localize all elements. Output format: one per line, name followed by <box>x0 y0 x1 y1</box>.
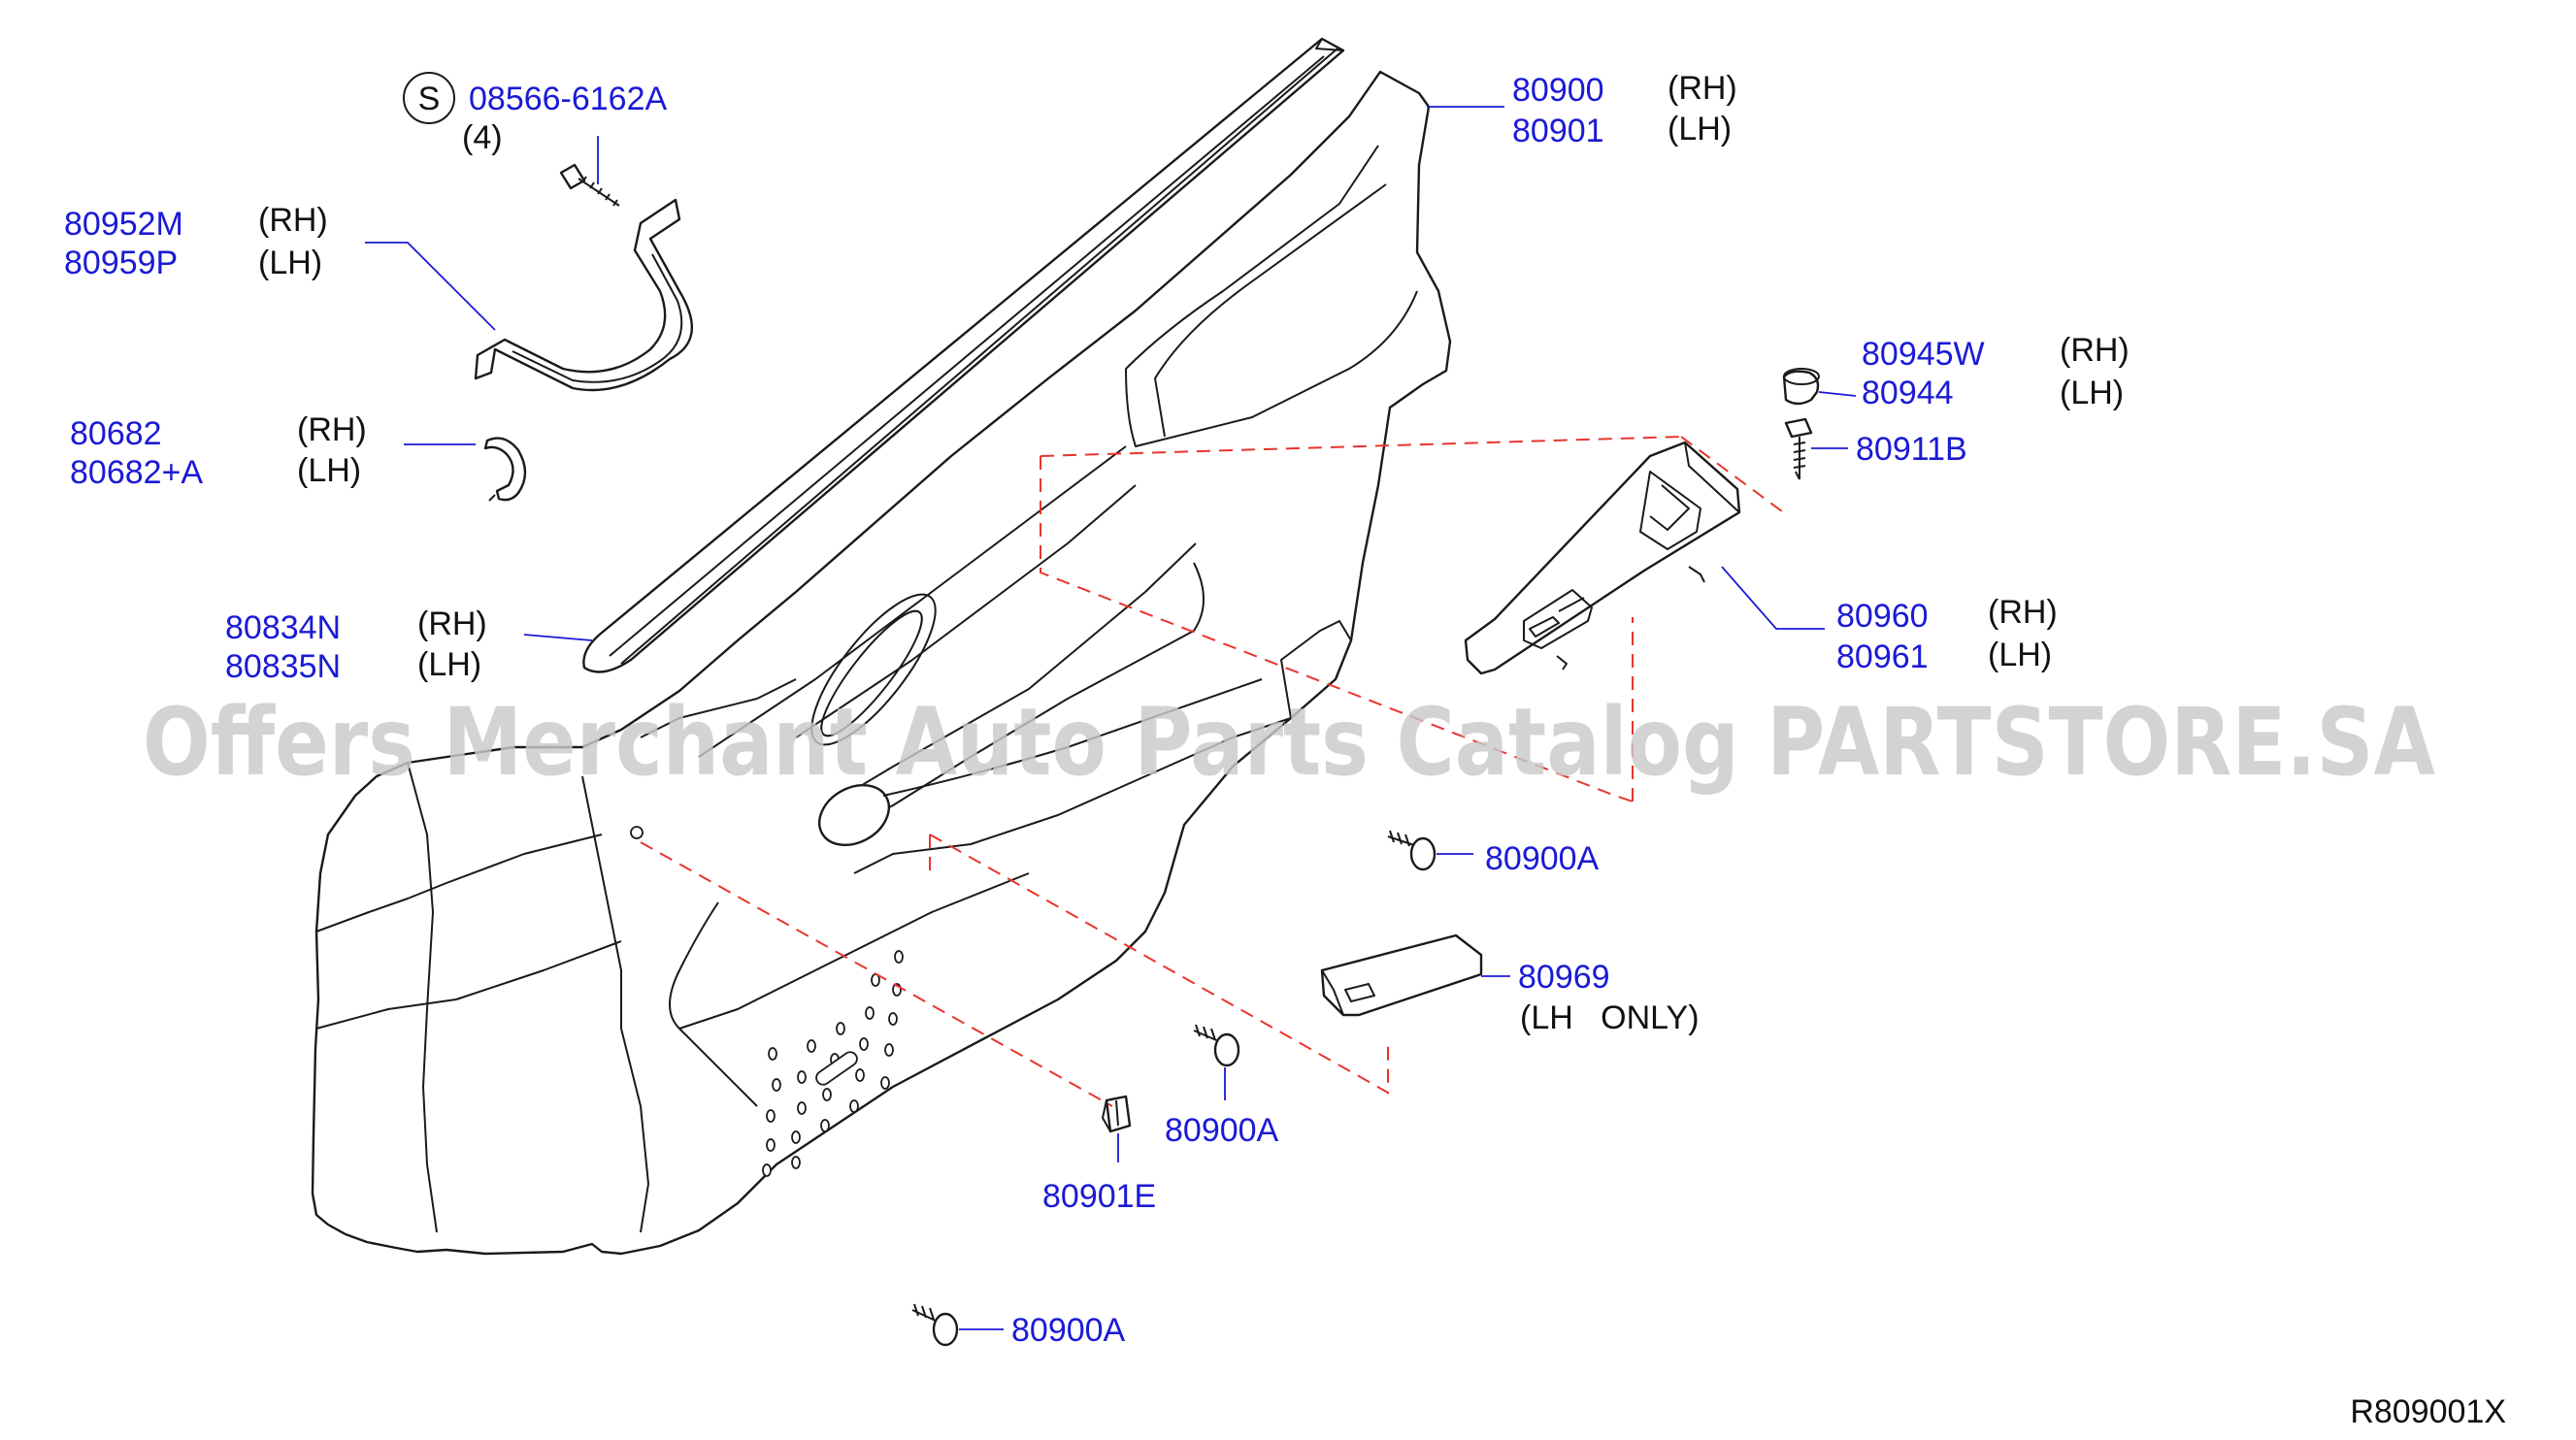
part-number-80900[interactable]: 80900 <box>1512 72 1604 109</box>
s-symbol-circle <box>403 72 455 124</box>
part-number-80900A[interactable]: 80900A <box>1165 1112 1279 1149</box>
switch-finisher-part[interactable] <box>1464 441 1741 675</box>
part-number-80834N[interactable]: 80834N <box>225 609 341 646</box>
clip-part[interactable] <box>483 437 527 502</box>
leader-lines <box>365 106 1857 1330</box>
weatherstrip-part[interactable] <box>582 37 1345 673</box>
cap-part[interactable] <box>1782 368 1820 406</box>
assembly-lines <box>640 436 1787 1107</box>
side-lh-label: (LH) <box>2060 375 2124 411</box>
part-number-80682-A[interactable]: 80682+A <box>70 454 203 491</box>
screw-b-part[interactable] <box>1784 417 1813 480</box>
side-lh-label: (LH) <box>258 245 322 281</box>
side-rh-label: (RH) <box>1988 594 2058 631</box>
pull-handle-part[interactable] <box>474 198 693 392</box>
side-rh-label: (RH) <box>258 202 328 239</box>
part-number-80911B[interactable]: 80911B <box>1856 431 1967 468</box>
clip-e-part[interactable] <box>1102 1095 1132 1133</box>
side-lh-label: (LH) <box>417 646 481 683</box>
part-number-80900A[interactable]: 80900A <box>1485 840 1600 877</box>
part-number-08566-6162A[interactable]: 08566-6162A <box>469 81 668 117</box>
side-rh-label: (RH) <box>297 411 367 448</box>
speaker-grille <box>762 950 904 1177</box>
part-number-80952M[interactable]: 80952M <box>64 206 183 243</box>
side-rh-label: (RH) <box>2060 332 2130 369</box>
part-number-80682[interactable]: 80682 <box>70 415 162 452</box>
clip-a-part-2[interactable] <box>1193 1024 1240 1067</box>
part-number-80961[interactable]: 80961 <box>1836 638 1929 675</box>
clip-a-part-1[interactable] <box>1387 830 1437 871</box>
side-lh-label: (LH) <box>1988 637 2052 673</box>
part-number-80944[interactable]: 80944 <box>1862 375 1954 411</box>
part-number-80901E[interactable]: 80901E <box>1042 1178 1156 1215</box>
side-lh-label: (LH) <box>297 452 361 489</box>
part-number-80900A[interactable]: 80900A <box>1011 1312 1126 1349</box>
side-rh-label: (RH) <box>417 605 487 642</box>
cover-part[interactable] <box>1320 933 1483 1017</box>
part-number-80969[interactable]: 80969 <box>1518 959 1610 996</box>
part-number-80959P[interactable]: 80959P <box>64 245 178 281</box>
side-rh-label: (RH) <box>1668 70 1737 107</box>
side-lh-label: (LH) <box>1668 111 1732 147</box>
part-number-80835N[interactable]: 80835N <box>225 648 341 685</box>
quantity-label: (4) <box>462 119 503 156</box>
diagram-code: R809001X <box>2350 1393 2506 1430</box>
door-finisher-part[interactable] <box>311 70 1452 1256</box>
clip-a-part-3[interactable] <box>911 1303 959 1347</box>
watermark-text: Offers Merchant Auto Parts Catalog PARTS… <box>143 688 2435 797</box>
part-number-80960[interactable]: 80960 <box>1836 598 1929 635</box>
screw-part[interactable] <box>559 163 620 207</box>
lh-only-note: (LH ONLY) <box>1520 999 1700 1036</box>
s-symbol-letter: S <box>418 81 441 117</box>
part-number-80945W[interactable]: 80945W <box>1862 336 1985 373</box>
part-number-80901[interactable]: 80901 <box>1512 113 1604 149</box>
